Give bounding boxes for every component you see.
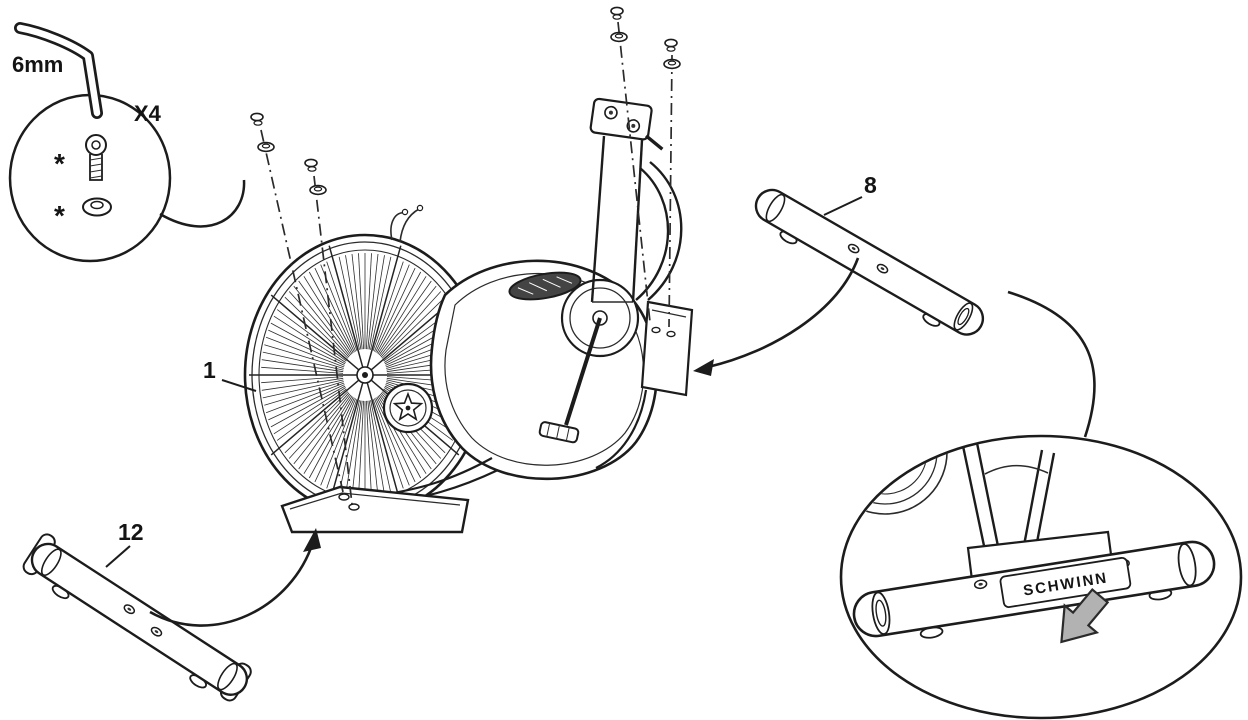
hex-key-icon xyxy=(14,22,103,119)
washer-marker-label: * xyxy=(54,200,65,231)
rear-stabilizer-illustration: 8 xyxy=(693,172,985,376)
part-label-line-8 xyxy=(823,196,863,216)
part-label-12: 12 xyxy=(118,519,144,545)
detail-callout: SCHWINN xyxy=(839,434,1243,720)
detail-view: SCHWINN xyxy=(843,437,1216,644)
washer-icon xyxy=(610,31,628,43)
front-stabilizer-illustration: 12 xyxy=(22,519,321,702)
arrow-front-stabilizer xyxy=(149,528,321,627)
screw-icon xyxy=(610,6,624,20)
front-foot xyxy=(280,485,470,534)
washer-icon xyxy=(663,58,681,70)
part-label-line-1 xyxy=(221,379,257,392)
quantity-label: X4 xyxy=(134,101,162,126)
screw-icon xyxy=(304,158,318,172)
part-label-1: 1 xyxy=(203,357,216,383)
rear-mount-bracket xyxy=(595,300,694,469)
main-frame-illustration: 1 xyxy=(203,97,694,534)
arrow-rear-stabilizer xyxy=(693,257,860,376)
bolt-guide-line xyxy=(668,54,673,328)
seat-post xyxy=(590,135,644,303)
detail-tube: SCHWINN xyxy=(852,540,1216,639)
washer-icon xyxy=(309,184,327,196)
detail-connector-curve xyxy=(1007,290,1096,438)
fan-spokes xyxy=(249,245,481,505)
tool-size-label: 6mm xyxy=(12,52,63,77)
bolt-guide-line xyxy=(617,21,651,323)
handle-tube xyxy=(635,161,683,301)
seat-clamp xyxy=(589,97,664,151)
screw-icon xyxy=(250,112,264,126)
crank-assembly xyxy=(538,278,640,444)
bolt-guide-line xyxy=(260,129,344,493)
screw-icon xyxy=(664,38,678,52)
callout-pointer-curve xyxy=(159,179,246,228)
hub-knob xyxy=(382,382,434,434)
foot-peg xyxy=(508,271,582,301)
direction-arrow-icon xyxy=(1060,588,1110,644)
callout-washer-icon xyxy=(82,197,112,217)
bolt-guide-line xyxy=(313,175,353,505)
hardware-callout: 6mm X4 * * xyxy=(8,22,246,263)
part-label-8: 8 xyxy=(864,172,877,198)
pedal-icon xyxy=(538,421,580,444)
part-label-line-12 xyxy=(105,545,131,568)
callout-bolt-icon xyxy=(85,134,107,181)
fastener-guides xyxy=(250,6,681,505)
brand-plate xyxy=(999,556,1132,608)
washer-icon xyxy=(257,141,275,153)
bolt-marker-label: * xyxy=(54,148,65,179)
wires xyxy=(390,204,424,243)
